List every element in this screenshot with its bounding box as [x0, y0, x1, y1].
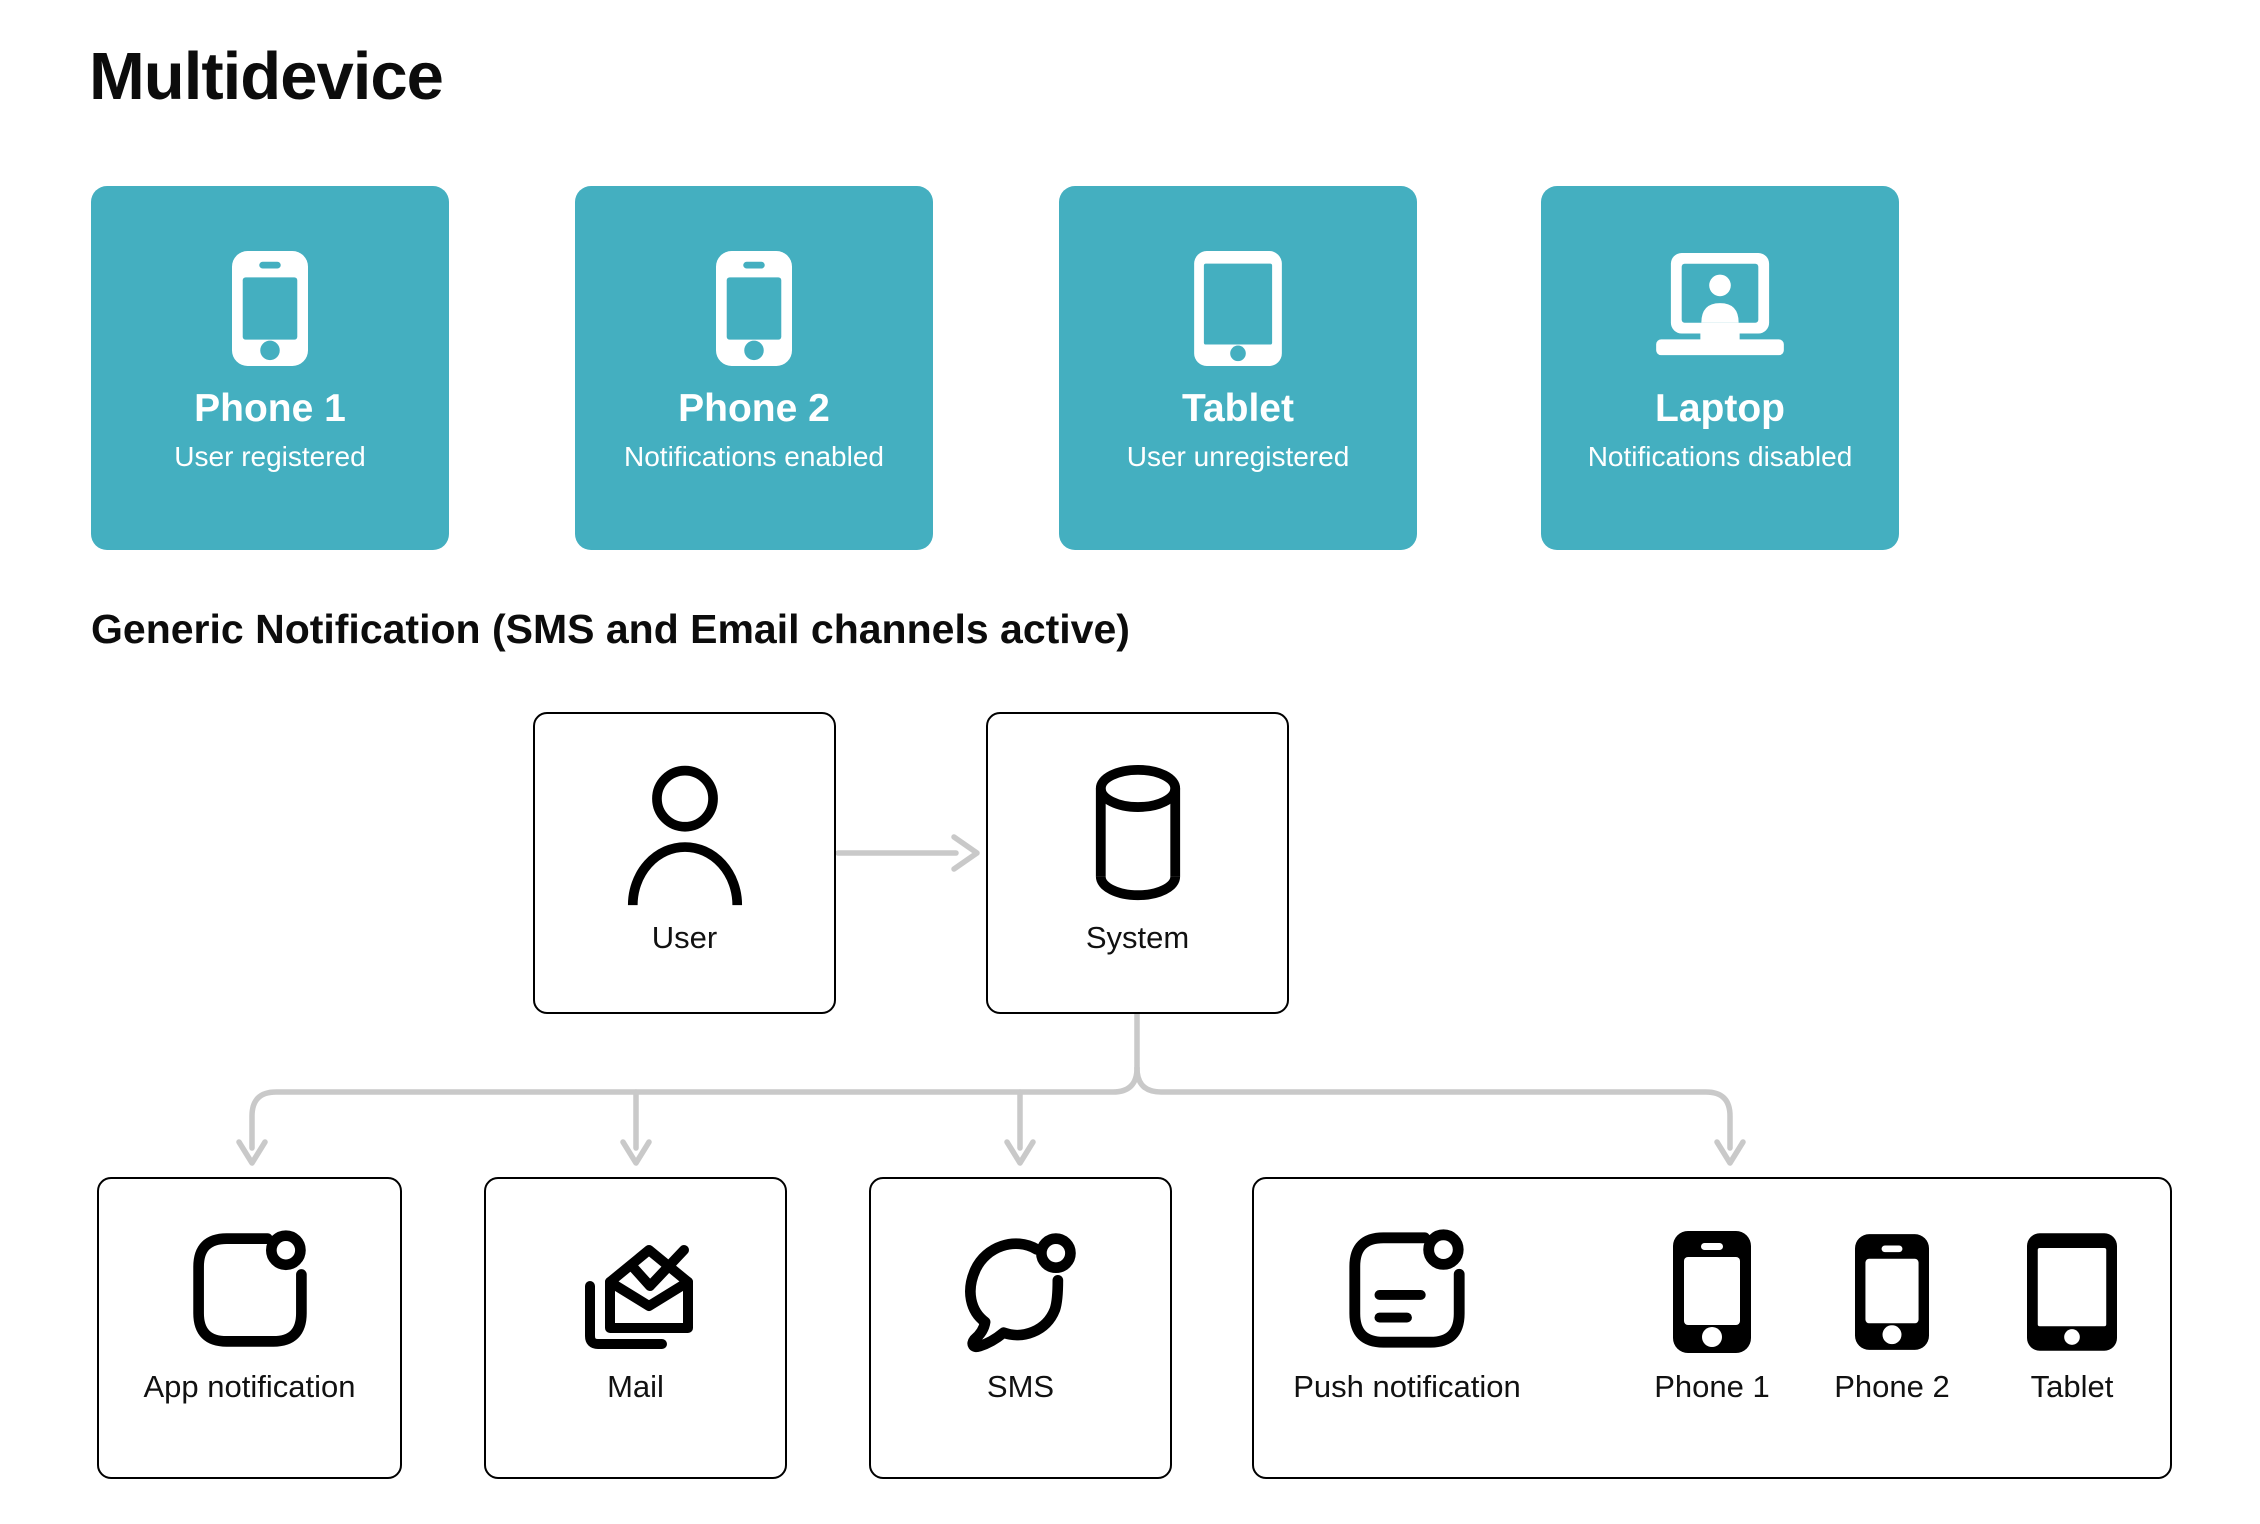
smartphone-icon — [1855, 1227, 1929, 1357]
laptop-user-icon — [1644, 250, 1796, 366]
channel-sms: SMS — [869, 1177, 1172, 1479]
push-target-phone-1: Phone 1 — [1632, 1179, 1792, 1477]
device-card-status: User registered — [174, 440, 366, 472]
device-card-tablet: Tablet User unregistered — [1059, 186, 1417, 550]
push-target-label: Tablet — [2030, 1369, 2114, 1404]
smartphone-icon — [232, 250, 308, 366]
tablet-icon — [2027, 1227, 2117, 1357]
sms-icon — [957, 1223, 1085, 1357]
push-notification-group: Push notification — [1267, 1179, 1547, 1477]
device-card-title: Tablet — [1182, 387, 1294, 430]
push-notification-icon — [1342, 1223, 1472, 1357]
page-title: Multidevice — [89, 39, 444, 114]
channel-label: Push notification — [1293, 1369, 1521, 1404]
smartphone-icon — [716, 250, 792, 366]
device-card-phone-1: Phone 1 User registered — [91, 186, 449, 550]
device-card-status: User unregistered — [1126, 440, 1350, 472]
device-card-title: Phone 2 — [678, 387, 830, 430]
channel-mail: Mail — [484, 1177, 787, 1479]
mail-icon — [570, 1223, 702, 1357]
push-target-label: Phone 1 — [1654, 1369, 1770, 1404]
device-card-title: Phone 1 — [194, 387, 346, 430]
person-icon — [622, 756, 748, 910]
push-target-tablet: Tablet — [1992, 1179, 2152, 1477]
smartphone-icon — [1673, 1227, 1751, 1357]
system-label: System — [1085, 920, 1190, 955]
section-heading: Generic Notification (SMS and Email chan… — [91, 606, 1130, 652]
device-card-laptop: Laptop Notifications disabled — [1541, 186, 1899, 550]
device-card-status: Notifications enabled — [624, 440, 884, 472]
database-icon — [1087, 756, 1189, 910]
channel-app-notification: App notification — [97, 1177, 402, 1479]
device-card-status: Notifications disabled — [1587, 440, 1853, 472]
device-card-title: Laptop — [1655, 387, 1785, 430]
channel-label: App notification — [143, 1369, 356, 1404]
app-notification-icon — [186, 1223, 314, 1357]
system-node: System — [986, 712, 1289, 1014]
channel-push-notification: Push notification Phone 1 Phone 2 — [1252, 1177, 2172, 1479]
user-label: User — [651, 920, 718, 955]
channel-label: SMS — [986, 1369, 1055, 1404]
device-card-phone-2: Phone 2 Notifications enabled — [575, 186, 933, 550]
tablet-icon — [1194, 250, 1282, 366]
push-target-phone-2: Phone 2 — [1812, 1179, 1972, 1477]
user-node: User — [533, 712, 836, 1014]
push-target-label: Phone 2 — [1834, 1369, 1950, 1404]
channel-label: Mail — [607, 1369, 664, 1404]
